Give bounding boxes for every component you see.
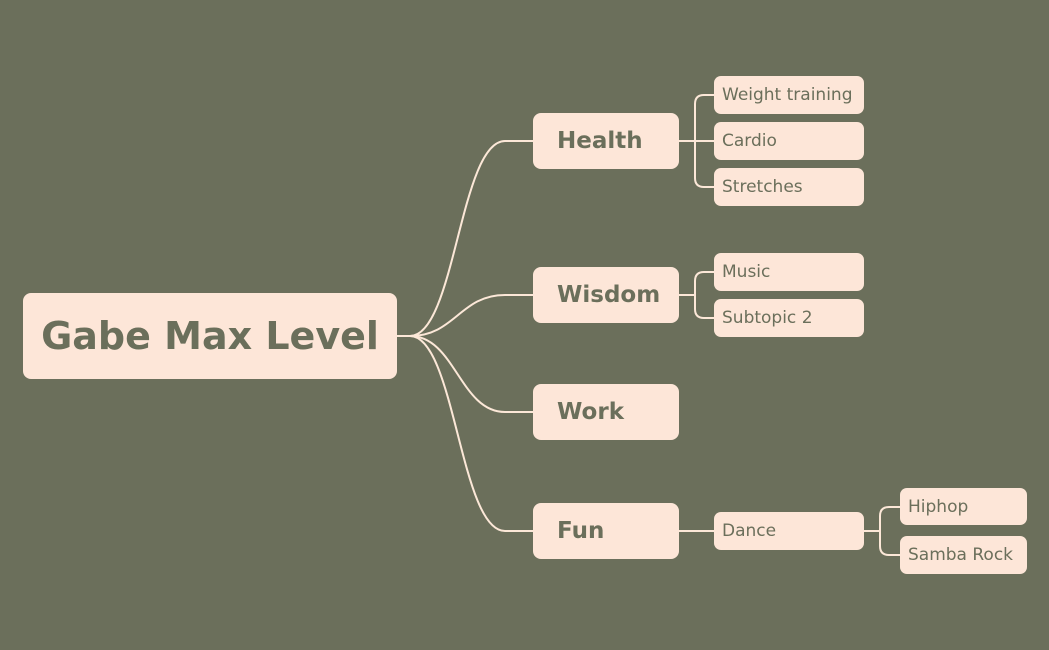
connector-root-health: [397, 140, 533, 337]
subtopic-hiphop[interactable]: Hiphop: [900, 488, 1027, 525]
root-topic[interactable]: Gabe Max Level: [23, 293, 397, 379]
connector-dance-children: [864, 506, 900, 556]
connector-root-fun: [397, 335, 533, 532]
subtopic-music[interactable]: Music: [714, 253, 864, 291]
connector-root-work: [397, 335, 533, 413]
subtopic-2[interactable]: Subtopic 2: [714, 299, 864, 337]
topic-health[interactable]: Health: [533, 113, 679, 169]
connector-root-wisdom: [397, 294, 533, 337]
subtopic-weight-training[interactable]: Weight training: [714, 76, 864, 114]
subtopic-dance[interactable]: Dance: [714, 512, 864, 550]
connector-health-children: [679, 94, 714, 188]
topic-wisdom[interactable]: Wisdom: [533, 267, 679, 323]
subtopic-stretches[interactable]: Stretches: [714, 168, 864, 206]
subtopic-cardio[interactable]: Cardio: [714, 122, 864, 160]
topic-fun[interactable]: Fun: [533, 503, 679, 559]
connector-wisdom-children: [679, 271, 714, 319]
subtopic-samba-rock[interactable]: Samba Rock: [900, 536, 1027, 574]
topic-work[interactable]: Work: [533, 384, 679, 440]
